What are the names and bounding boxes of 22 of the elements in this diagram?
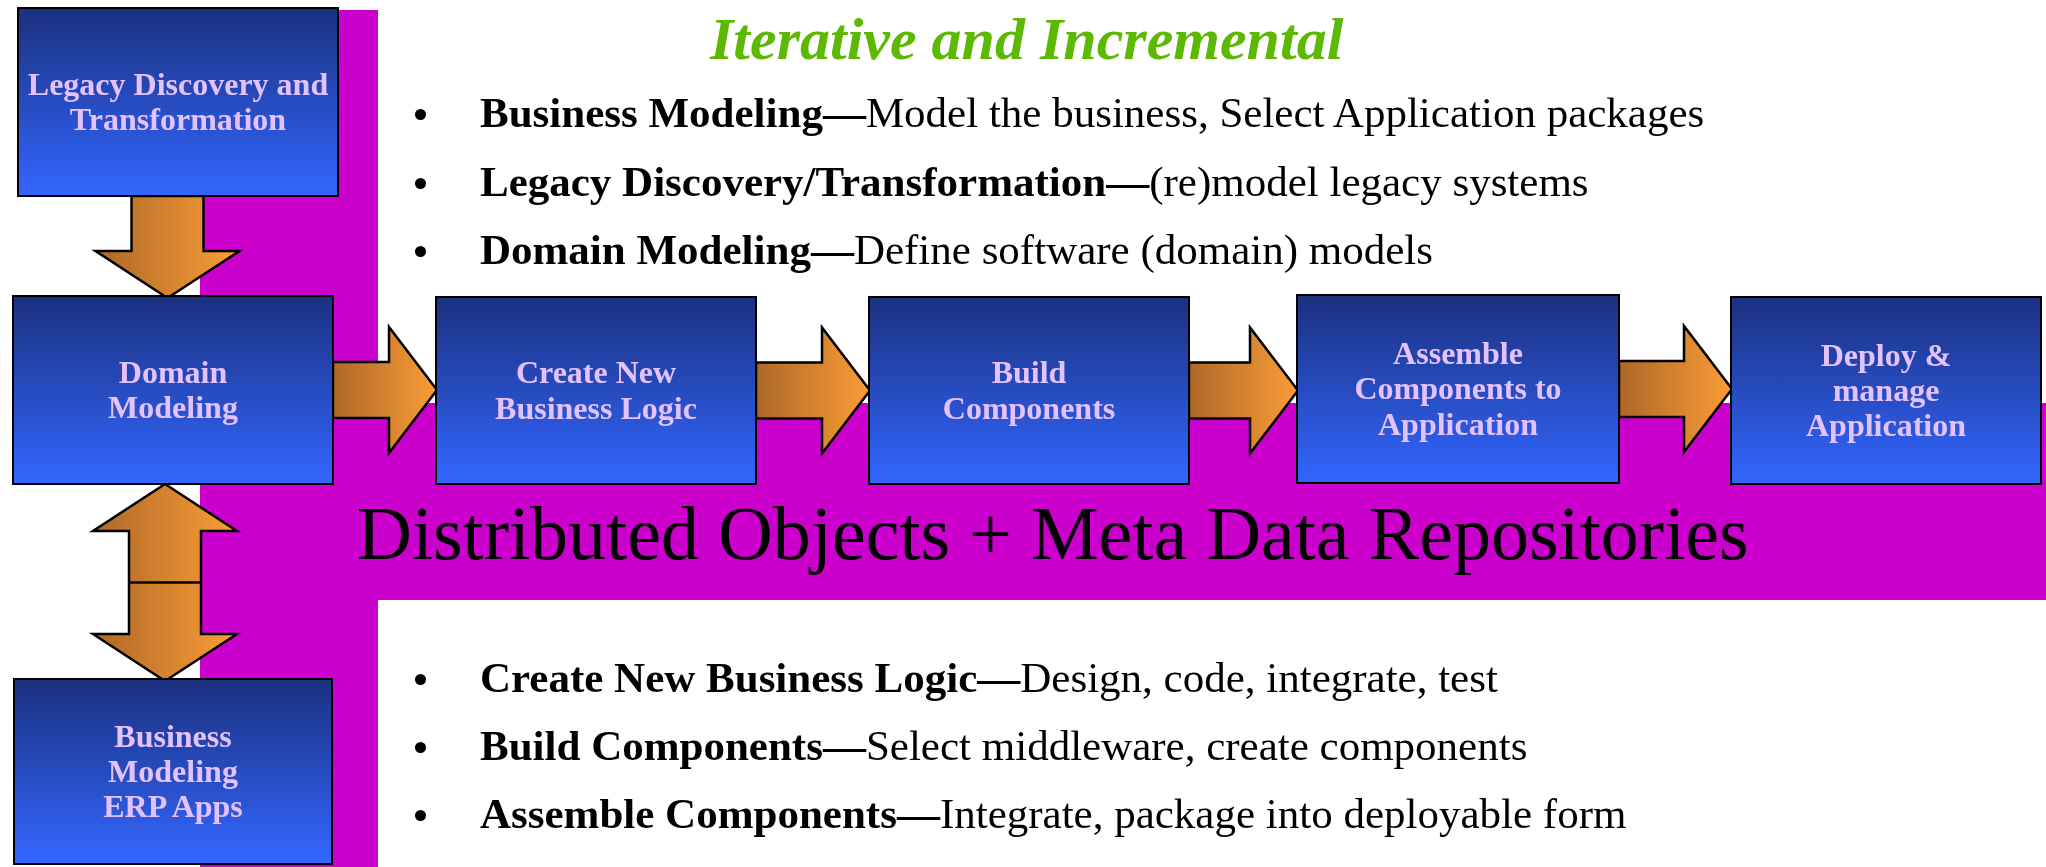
- box-label: Legacy Discovery and Transformation: [26, 66, 330, 138]
- bullet-text: Assemble Components—Integrate, package into deployable form: [480, 790, 1627, 838]
- process-box: [17, 7, 339, 197]
- box-label: Build Components: [941, 355, 1117, 426]
- bullet-text: Domain Modeling—Define software (domain) models: [480, 226, 1433, 274]
- process-box: [1730, 296, 2042, 485]
- bullet-text: Create New Business Logic—Design, code, integrate, test: [480, 654, 1498, 702]
- process-box: [12, 295, 334, 485]
- bullet-text: Build Components—Select middleware, create components: [480, 722, 1528, 770]
- process-box: [1296, 294, 1620, 484]
- title: Iterative and Incremental: [710, 6, 1344, 72]
- box-label: Deploy & manage Application: [1805, 337, 1967, 444]
- box-label: Business Modeling ERP Apps: [102, 718, 244, 825]
- bullet-text: Legacy Discovery/Transformation—(re)model legacy systems: [480, 158, 1589, 206]
- process-box: [868, 296, 1190, 485]
- band-label: Distributed Objects + Meta Data Repositories: [357, 492, 1749, 576]
- bullet-text: Business Modeling—Model the business, Select Application packages: [480, 89, 1705, 137]
- process-box: [13, 678, 333, 865]
- process-box: [435, 296, 757, 485]
- box-label: Domain Modeling: [107, 354, 239, 426]
- box-label: Create New Business Logic: [494, 355, 698, 426]
- box-label: Assemble Components to Application: [1353, 336, 1563, 442]
